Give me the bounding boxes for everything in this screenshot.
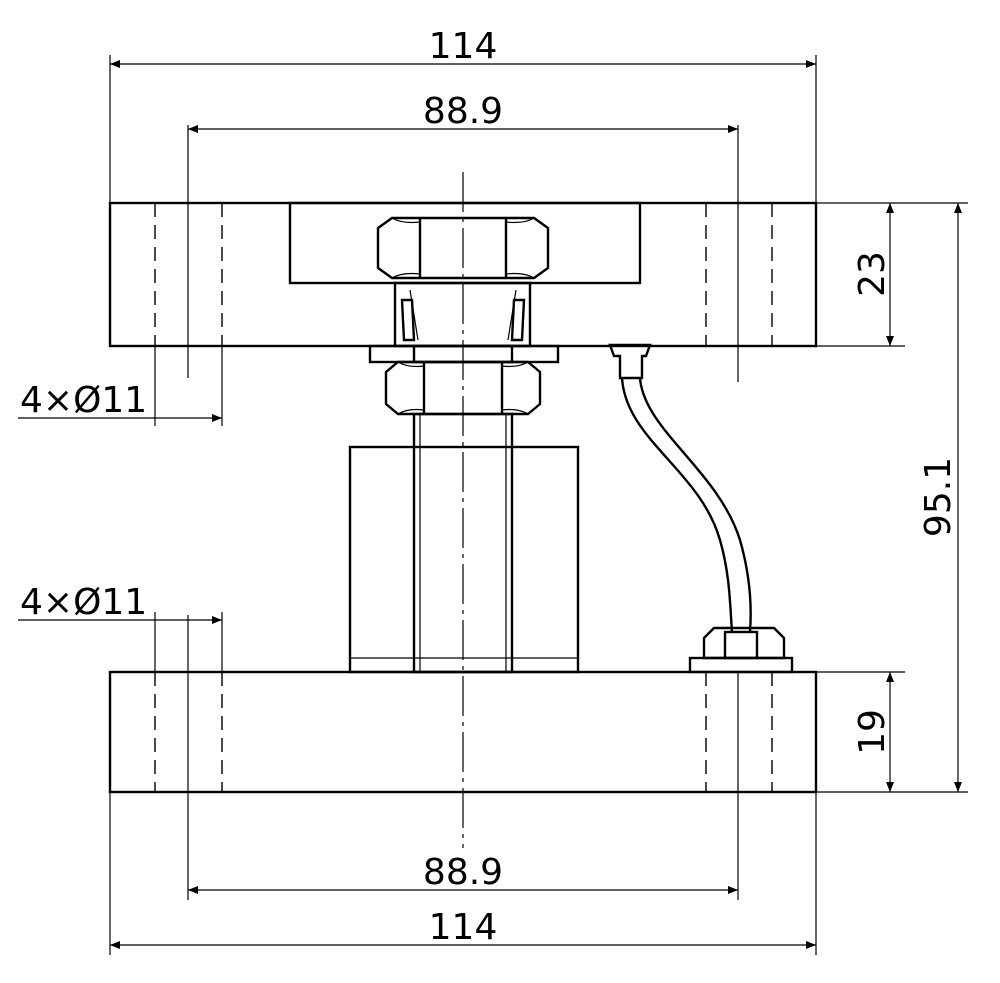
dim-bottom-width-label: 114 [429,907,498,948]
washer [368,344,560,364]
dim-top-hole-spacing: 88.9 [188,91,738,133]
dim-bottom-plate-thickness-label: 19 [852,709,893,755]
dim-total-height: 95.1 [905,202,968,793]
dim-bottom-hole-spacing-label: 88.9 [423,852,503,893]
dim-top-width-label: 114 [429,26,498,67]
dim-bottom-holes-label: 4×Ø11 [20,582,147,623]
top-plate-recess [288,201,642,285]
dim-bottom-holes: 4×Ø11 [18,582,223,672]
lower-nut [384,360,542,416]
dim-total-height-label: 95.1 [918,457,959,537]
dim-top-plate-thickness-label: 23 [852,251,893,297]
dim-bottom-plate-thickness: 19 [816,671,905,793]
dim-top-holes: 4×Ø11 [18,346,223,426]
dim-top-holes-label: 4×Ø11 [20,380,147,421]
dim-bottom-hole-spacing: 88.9 [188,852,738,894]
dim-top-hole-spacing-label: 88.9 [423,91,503,132]
cable [608,343,794,674]
dim-top-plate-thickness: 23 [816,202,905,347]
top-nut [376,216,550,280]
load-cell-body [348,445,580,674]
dim-top-width: 114 [109,26,817,203]
dim-bottom-width: 114 [109,792,817,955]
